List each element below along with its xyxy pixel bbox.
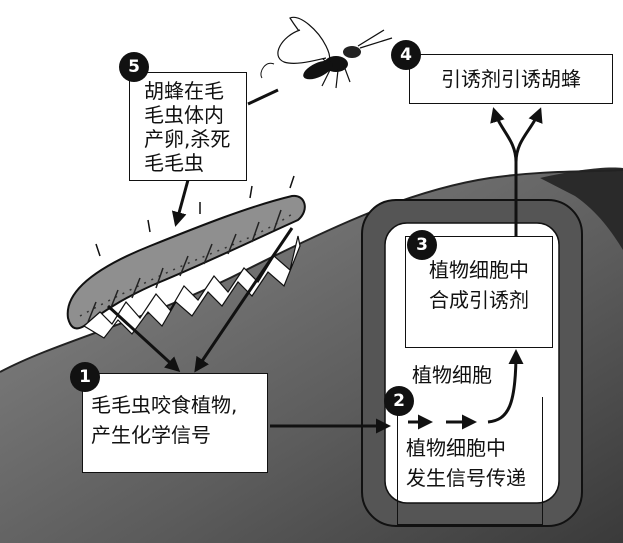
step2-line1: 植物细胞中 [406,433,542,463]
wasp-icon [261,17,392,88]
step5-box: 胡蜂在毛 毛虫体内 产卵,杀死 毛毛虫 [129,72,247,181]
step5-line: 毛毛虫 [144,151,242,175]
step3-badge: 3 [407,230,437,260]
step2-box: 植物细胞中 发生信号传递 [397,397,543,525]
step5-line: 胡蜂在毛 [144,79,242,103]
step1-line2: 产生化学信号 [91,420,267,450]
step1-badge: 1 [70,362,100,392]
plant-cell-label: 植物细胞 [412,362,492,388]
step2-line2: 发生信号传递 [406,463,542,493]
step1-line1: 毛毛虫咬食植物, [91,390,267,420]
step4-text: 引诱剂引诱胡蜂 [441,67,581,91]
step3-line1: 植物细胞中 [406,255,552,285]
step4-box: 引诱剂引诱胡蜂 [409,54,613,104]
step3-line2: 合成引诱剂 [406,285,552,315]
step5-line: 产卵,杀死 [144,127,242,151]
step4-badge: 4 [391,40,421,70]
step5-badge: 5 [119,52,149,82]
step5-line: 毛虫体内 [144,103,242,127]
step1-box: 毛毛虫咬食植物, 产生化学信号 [82,373,268,473]
step2-badge: 2 [384,386,414,416]
